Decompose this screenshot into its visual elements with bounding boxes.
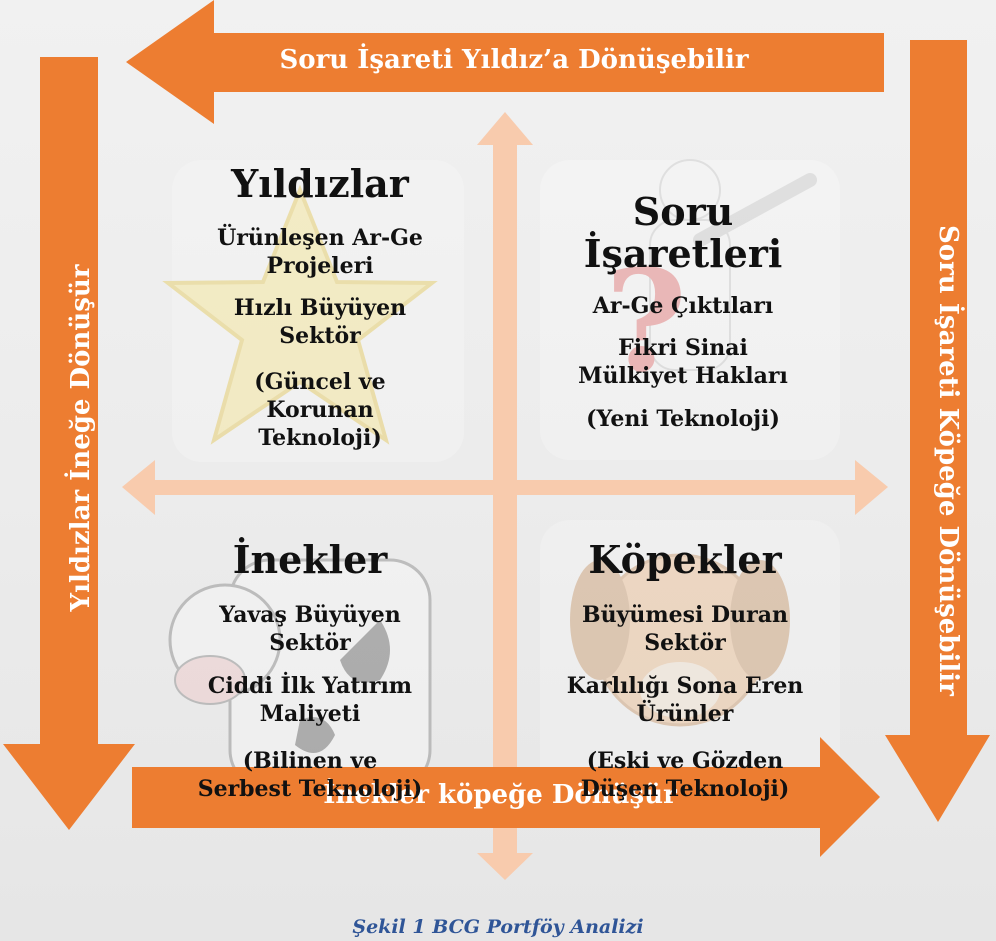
arrow-top-label: Soru İşareti Yıldız’a Dönüşebilir [279, 45, 749, 75]
svg-text:?: ? [605, 240, 687, 404]
arrow-left-shape [3, 57, 135, 830]
dogs-line: Büyümesi Duran [582, 602, 788, 628]
stars-line: Projeleri [266, 253, 374, 279]
dogs-line: Düşen Teknoloji) [580, 776, 790, 802]
dog-illustration [540, 520, 840, 820]
question-marks-title: Soru [632, 189, 734, 234]
dogs-line: Ürünler [636, 701, 734, 727]
dogs-title: Köpekler [588, 537, 782, 582]
figure-caption: Şekil 1 BCG Portföy Analizi [352, 916, 644, 938]
arrow-right-shape [885, 40, 990, 822]
arrow-left-label: Yıldızlar İneğe Dönüşür [66, 264, 96, 612]
arrow-bottom-label: İnekler köpeğe Dönüşür [323, 780, 677, 810]
dogs-line: (Eski ve Gözden [586, 748, 784, 774]
cows-line: Serbest Teknoloji) [197, 776, 423, 802]
dogs-line: Karlılığı Sona Eren [566, 673, 804, 699]
cows-line: Maliyeti [259, 701, 361, 727]
dogs-line: Sektör [644, 630, 726, 656]
stars-line: Ürünleşen Ar-Ge [217, 225, 423, 251]
arrow-right-label: Soru İşareti Köpeğe Dönüşebilir [933, 225, 963, 696]
stars-line: Hızlı Büyüyen [233, 295, 407, 321]
question-man-illustration: ? [540, 159, 840, 460]
stars-line: Korunan [266, 397, 374, 423]
cows-title: İnekler [232, 537, 388, 582]
cows-line: Yavaş Büyüyen [219, 602, 401, 628]
question-marks-title: İşaretleri [583, 231, 783, 276]
question-marks-line: Fikri Sinai [618, 335, 748, 361]
star-illustration [162, 160, 464, 462]
cows-line: Ciddi İlk Yatırım [207, 673, 413, 699]
cows-line: Sektör [269, 630, 351, 656]
transition-arrows [3, 0, 990, 857]
horizontal-axis-arrow [122, 460, 888, 515]
question-marks-line: (Yeni Teknoloji) [586, 406, 780, 432]
stars-line: Sektör [279, 323, 361, 349]
stars-title: Yıldızlar [231, 161, 409, 206]
stars-line: (Güncel ve [254, 369, 386, 395]
vertical-axis-arrow [477, 112, 533, 880]
arrow-bottom-shape [132, 737, 880, 857]
cows-line: (Bilinen ve [242, 748, 378, 774]
axis-arrows [122, 112, 888, 880]
question-marks-line: Ar-Ge Çıktıları [592, 293, 774, 319]
stars-line: Teknoloji) [258, 425, 382, 451]
question-marks-line: Mülkiyet Hakları [578, 363, 788, 389]
arrow-top-shape [126, 0, 884, 124]
